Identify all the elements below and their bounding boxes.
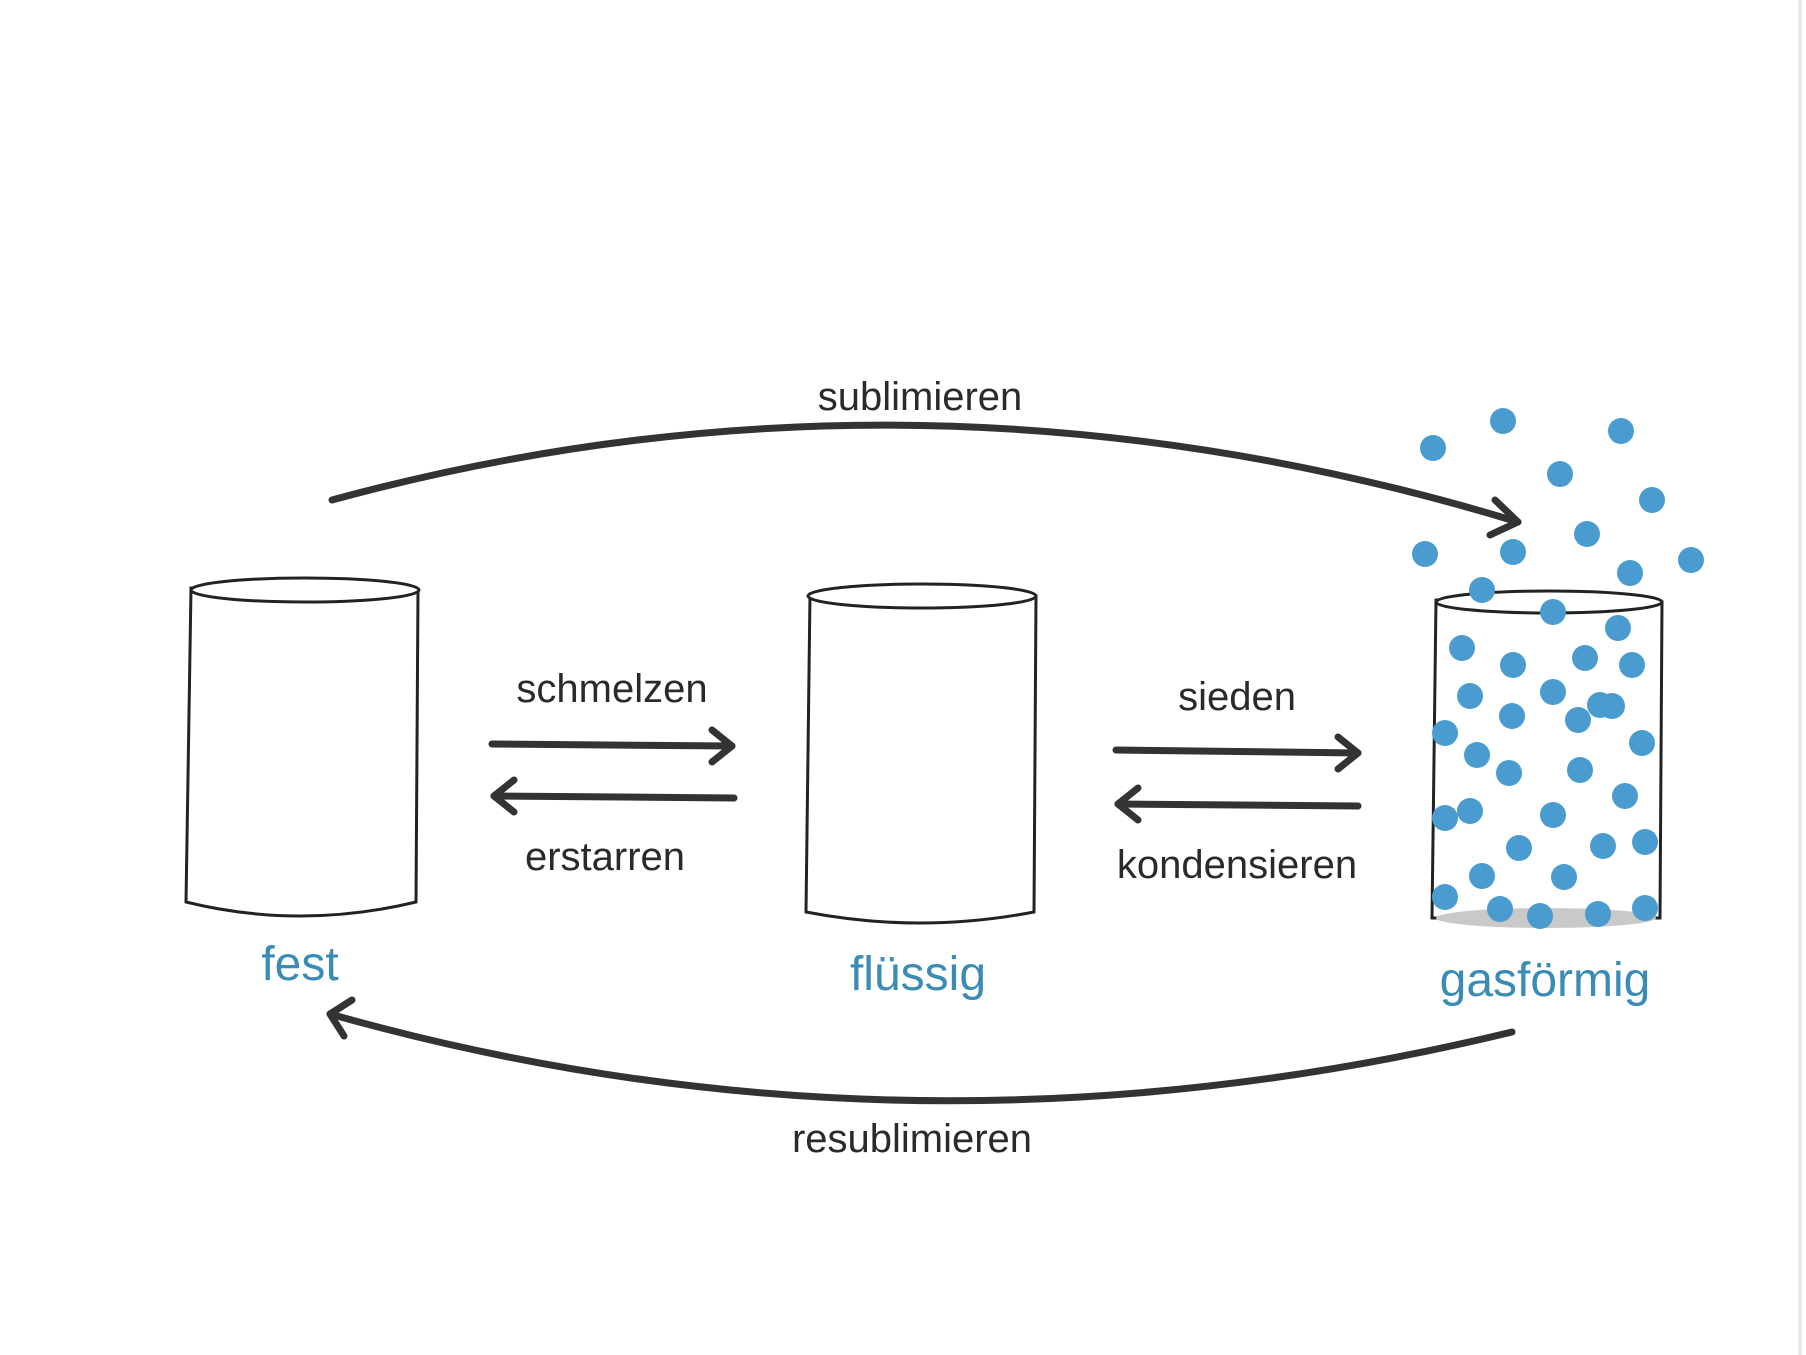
particle-icon — [1432, 720, 1458, 746]
particle-icon — [1540, 679, 1566, 705]
arrow-left-icon — [490, 792, 738, 802]
particle-icon — [1432, 884, 1458, 910]
particle-icon — [1527, 903, 1553, 929]
particle-icon — [1420, 435, 1446, 461]
solid-state-label: fest — [261, 938, 338, 991]
resublimation-label: resublimieren — [792, 1117, 1032, 1161]
particle-icon — [1412, 541, 1438, 567]
particle-icon — [1551, 864, 1577, 890]
liquid-vessel — [804, 582, 1038, 925]
arrow-right-icon — [488, 740, 736, 750]
solid-vessel — [184, 576, 421, 918]
particle-icon — [1590, 833, 1616, 859]
arrow-head-icon — [326, 996, 356, 1040]
particle-icon — [1457, 683, 1483, 709]
cylinder-rim — [806, 582, 1038, 610]
particle-icon — [1500, 539, 1526, 565]
particle-icon — [1490, 408, 1516, 434]
particle-icon — [1585, 901, 1611, 927]
arrow-head-icon — [1334, 733, 1362, 773]
solidification-label: erstarren — [525, 835, 685, 879]
condensation-label: kondensieren — [1117, 843, 1357, 887]
particle-icon — [1612, 783, 1638, 809]
boiling-label: sieden — [1178, 675, 1296, 719]
arrow-head-icon — [1486, 496, 1522, 539]
melting-label: schmelzen — [516, 667, 707, 711]
cylinder-icon — [804, 592, 1038, 925]
cylinder-rim — [189, 576, 421, 604]
particle-icon — [1565, 707, 1591, 733]
arrow-head-icon — [1114, 784, 1142, 824]
particle-icon — [1632, 895, 1658, 921]
cylinder-icon — [184, 586, 420, 918]
sublimation-label: sublimieren — [818, 375, 1023, 419]
resublimation-arrow — [326, 996, 1516, 1105]
particle-icon — [1567, 757, 1593, 783]
arrow-right-icon — [1112, 746, 1362, 757]
curved-arrow-icon — [328, 421, 1522, 526]
arrow-left-icon — [1114, 800, 1362, 810]
particle-icon — [1619, 652, 1645, 678]
arrow-head-icon — [490, 776, 518, 816]
particle-icon — [1500, 652, 1526, 678]
particle-icon — [1469, 577, 1495, 603]
particle-icon — [1572, 645, 1598, 671]
particle-icon — [1540, 802, 1566, 828]
condensation-arrow — [1114, 784, 1362, 824]
particle-icon — [1608, 418, 1634, 444]
melting-arrow — [488, 726, 736, 766]
particle-icon — [1574, 521, 1600, 547]
liquid-state-label: flüssig — [850, 948, 986, 1001]
particle-icon — [1547, 461, 1573, 487]
particle-icon — [1506, 835, 1532, 861]
particle-icon — [1449, 635, 1475, 661]
gas-particles — [1412, 408, 1704, 929]
particle-icon — [1639, 487, 1665, 513]
curved-arrow-icon — [326, 1010, 1516, 1105]
particle-icon — [1499, 703, 1525, 729]
particle-icon — [1678, 547, 1704, 573]
particle-icon — [1617, 560, 1643, 586]
particle-icon — [1487, 896, 1513, 922]
solidification-arrow — [490, 776, 738, 816]
particle-icon — [1632, 829, 1658, 855]
particle-icon — [1469, 863, 1495, 889]
particle-icon — [1629, 730, 1655, 756]
particle-icon — [1457, 798, 1483, 824]
particle-icon — [1464, 742, 1490, 768]
sublimation-arrow — [328, 421, 1522, 539]
particle-icon — [1496, 760, 1522, 786]
arrow-head-icon — [708, 726, 736, 766]
particle-icon — [1599, 693, 1625, 719]
gas-state-label: gasförmig — [1440, 954, 1651, 1007]
particle-icon — [1605, 615, 1631, 641]
boiling-arrow — [1112, 733, 1362, 773]
particle-icon — [1432, 805, 1458, 831]
particle-icon — [1540, 599, 1566, 625]
